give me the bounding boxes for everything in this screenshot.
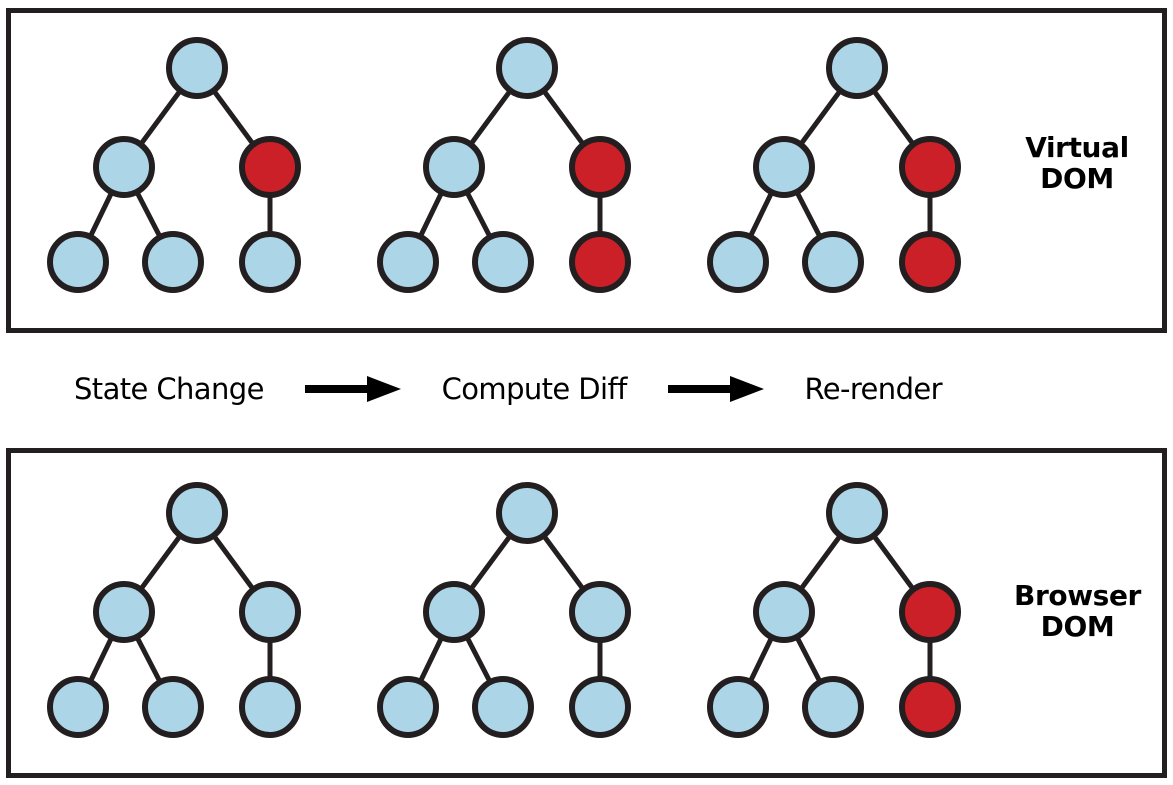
tree-node bbox=[569, 581, 631, 643]
tree-node bbox=[47, 676, 109, 738]
tree-node bbox=[93, 581, 155, 643]
tree-node bbox=[802, 231, 864, 293]
tree-node bbox=[142, 231, 204, 293]
tree-node bbox=[377, 676, 439, 738]
tree-node bbox=[496, 482, 558, 544]
reconciliation-flow-row: State Change Compute Diff Re-render bbox=[0, 358, 1000, 420]
tree-node-changed bbox=[239, 136, 301, 198]
browser-dom-tree-2 bbox=[377, 482, 631, 738]
tree-node bbox=[423, 136, 485, 198]
flow-step-re-render: Re-render bbox=[804, 372, 943, 406]
tree-node-changed bbox=[569, 231, 631, 293]
tree-node bbox=[826, 37, 888, 99]
tree-node bbox=[802, 676, 864, 738]
virtual-dom-tree-3 bbox=[707, 37, 961, 293]
tree-node bbox=[239, 231, 301, 293]
tree-node bbox=[423, 581, 485, 643]
tree-node bbox=[826, 482, 888, 544]
tree-node bbox=[93, 136, 155, 198]
virtual-dom-tree-1 bbox=[47, 37, 301, 293]
tree-node-changed bbox=[899, 581, 961, 643]
tree-node bbox=[496, 37, 558, 99]
tree-node bbox=[707, 231, 769, 293]
tree-node bbox=[239, 676, 301, 738]
tree-node bbox=[239, 581, 301, 643]
arrow-right-icon bbox=[667, 374, 764, 404]
tree-node bbox=[472, 676, 534, 738]
virtual-dom-tree-2 bbox=[377, 37, 631, 293]
tree-node-changed bbox=[569, 136, 631, 198]
tree-node bbox=[753, 136, 815, 198]
tree-node bbox=[707, 676, 769, 738]
tree-node-changed bbox=[899, 231, 961, 293]
virtual-dom-label: Virtual DOM bbox=[1025, 131, 1129, 196]
browser-dom-tree-3 bbox=[707, 482, 961, 738]
tree-node bbox=[569, 676, 631, 738]
tree-node bbox=[166, 37, 228, 99]
flow-step-compute-diff: Compute Diff bbox=[441, 372, 628, 406]
tree-node-changed bbox=[899, 676, 961, 738]
tree-node bbox=[753, 581, 815, 643]
tree-node bbox=[166, 482, 228, 544]
flow-step-state-change: State Change bbox=[74, 372, 264, 406]
tree-node bbox=[47, 231, 109, 293]
tree-node bbox=[142, 676, 204, 738]
tree-node bbox=[472, 231, 534, 293]
arrow-right-icon bbox=[304, 374, 401, 404]
browser-dom-tree-1 bbox=[47, 482, 301, 738]
tree-node bbox=[377, 231, 439, 293]
tree-node-changed bbox=[899, 136, 961, 198]
browser-dom-label: Browser DOM bbox=[1014, 579, 1141, 644]
